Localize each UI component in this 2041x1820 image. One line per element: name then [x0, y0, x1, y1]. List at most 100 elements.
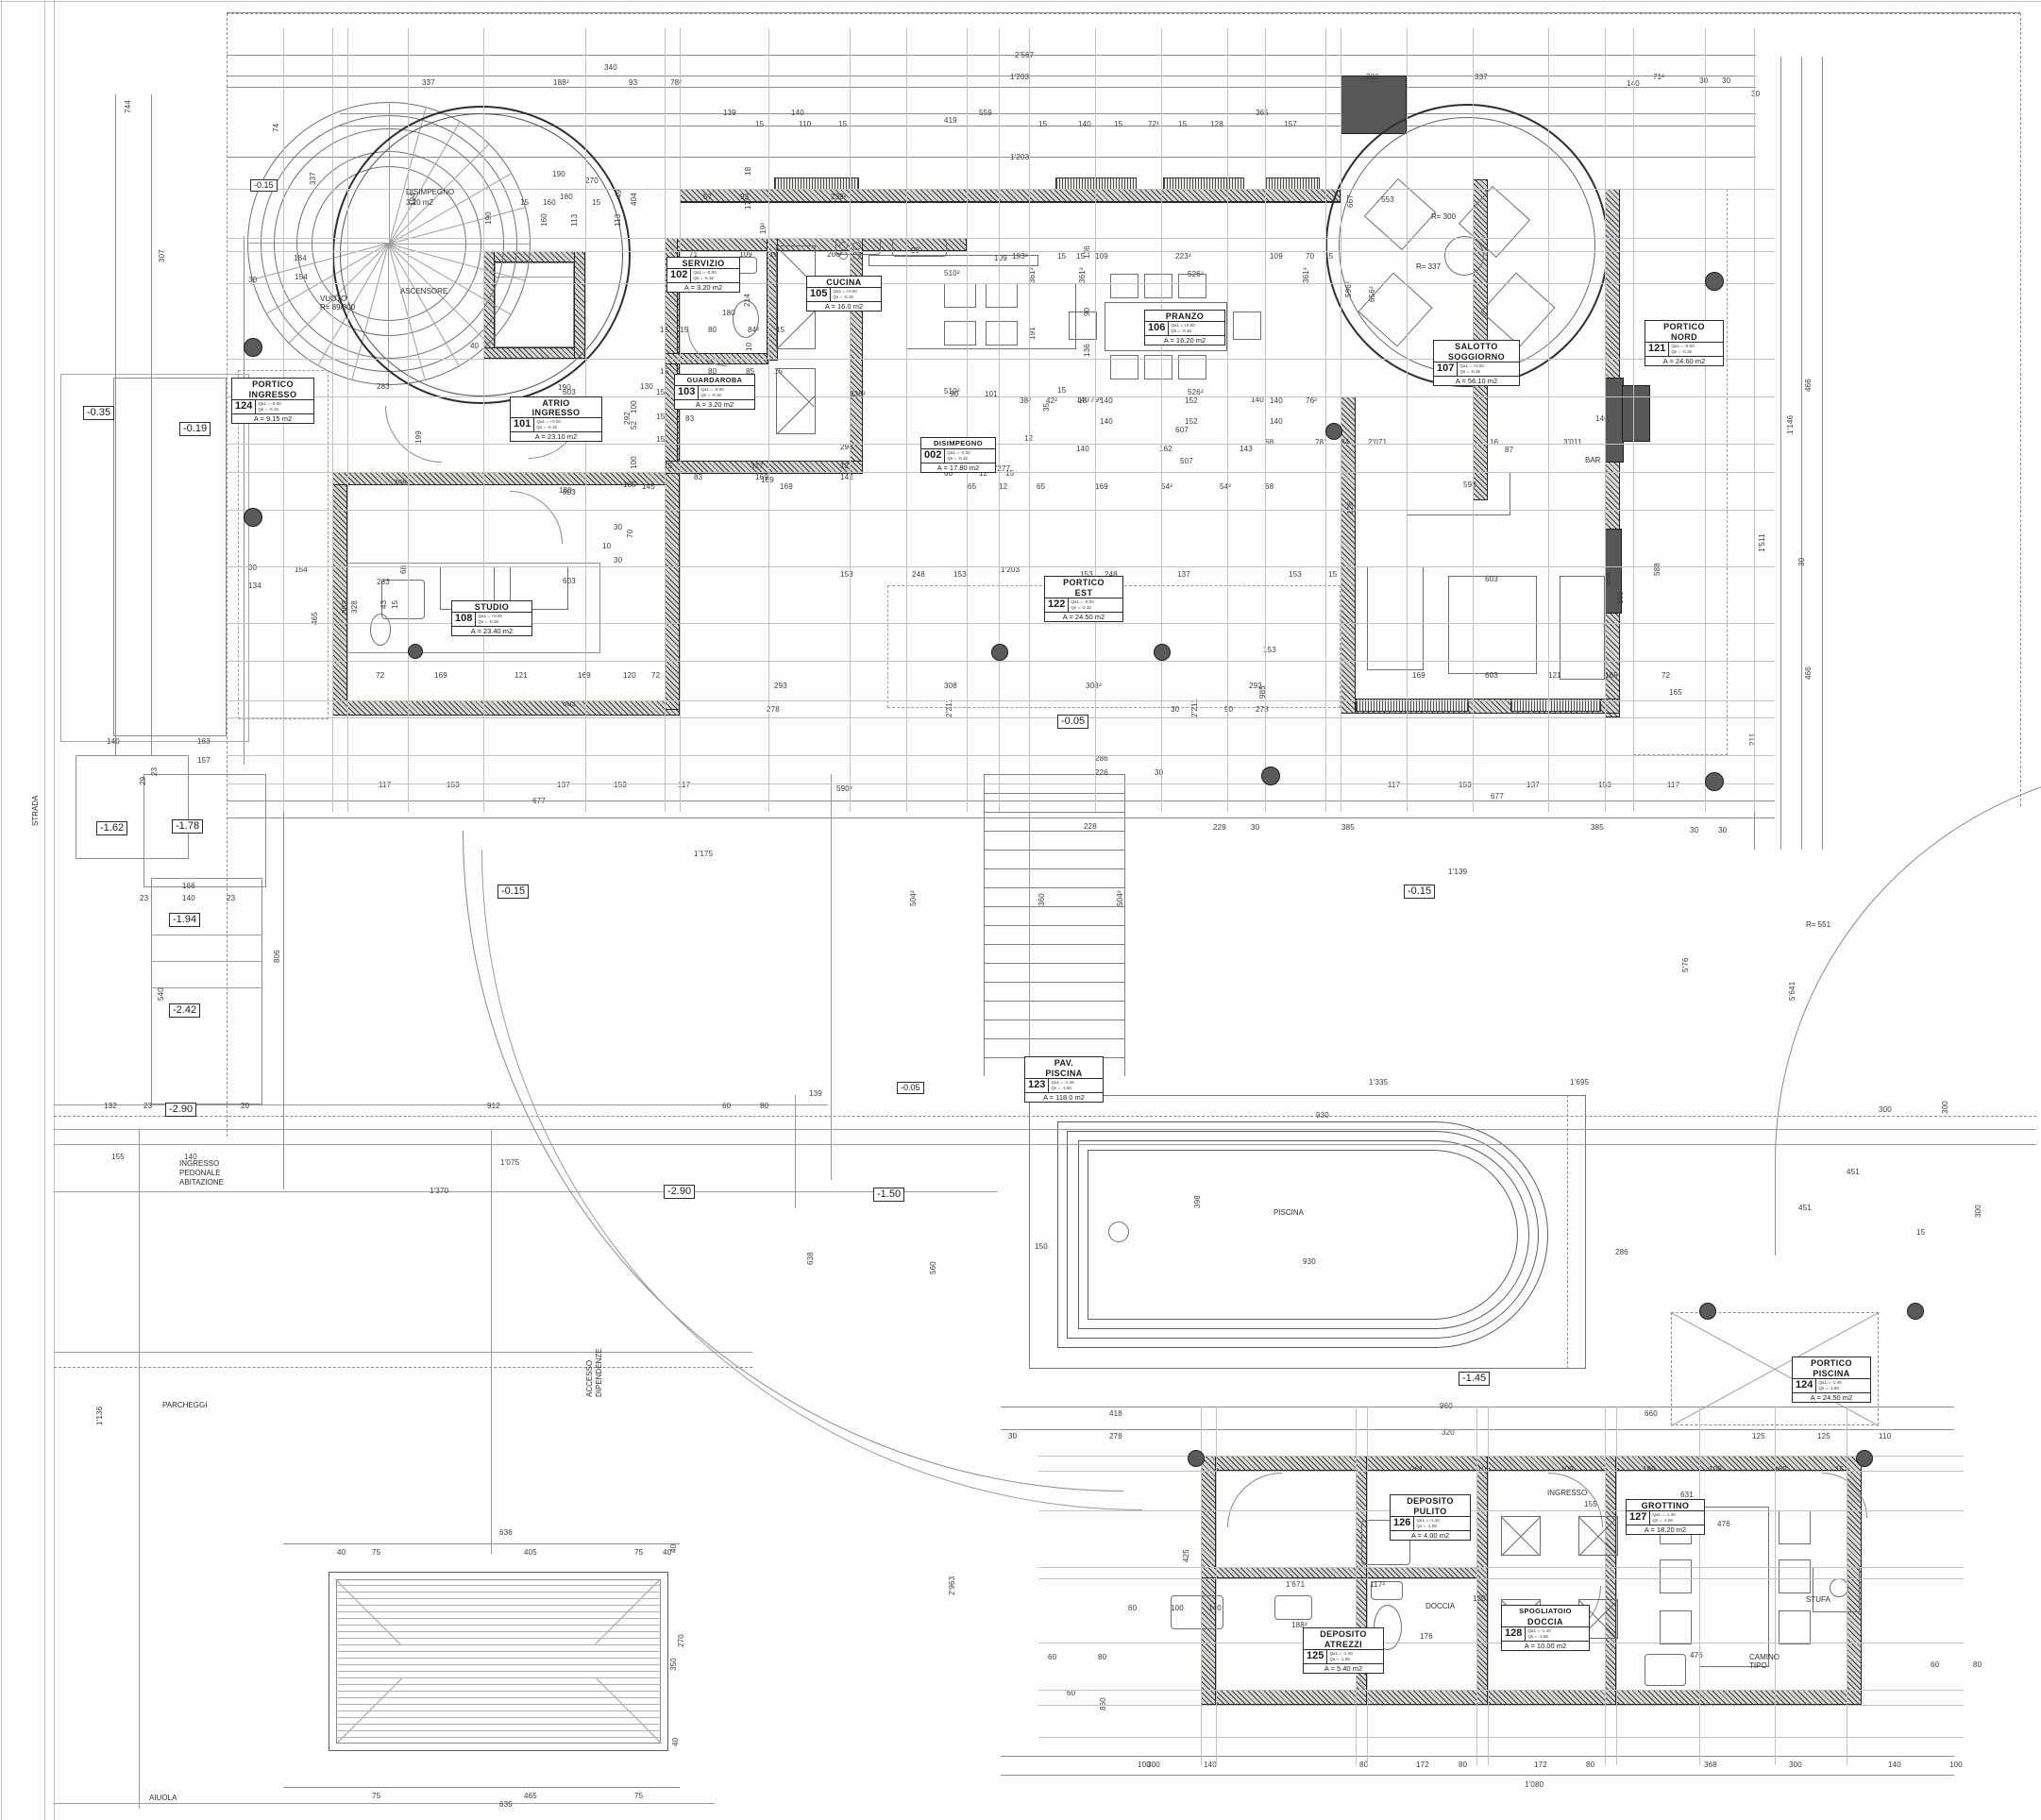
construction-line — [227, 755, 1775, 756]
dimension-text: 1'511 — [1758, 533, 1766, 552]
door-swing — [1227, 1473, 1282, 1527]
construction-line — [1161, 28, 1162, 812]
dimension-text: 293 — [774, 682, 787, 690]
dimension-text: 154 — [295, 565, 308, 574]
room-number: 106 — [1145, 322, 1170, 335]
dimension-text: 1'335 — [1369, 1078, 1389, 1087]
grottino-chair — [1779, 1559, 1811, 1593]
construction-line — [1605, 28, 1606, 812]
fireplace-hearth — [1622, 385, 1650, 442]
carport-roof-inner — [336, 1579, 661, 1744]
dimension-text: 120 — [623, 671, 636, 680]
column — [1261, 767, 1280, 785]
dimension-text: 130 — [640, 382, 653, 391]
wall-poolhouse-north — [1201, 1456, 1862, 1471]
room-area: A = 23.40 m2 — [452, 626, 531, 635]
dimension-text: 5'76 — [1681, 957, 1690, 972]
room-number: 102 — [667, 269, 692, 282]
roof-batten — [336, 1664, 661, 1665]
dimension-text: 100 — [630, 456, 638, 469]
elevation-marker: -2.90 — [664, 1185, 696, 1199]
dimension-text: 30 — [614, 556, 623, 565]
roof-batten — [336, 1658, 661, 1659]
dimension-text: 912 — [487, 1102, 500, 1110]
dimension-text: 40 — [470, 342, 480, 350]
elevation-marker: -0.35 — [83, 406, 115, 420]
dimension-text: 20 — [241, 1102, 250, 1110]
driveway-curve-2 — [481, 850, 1142, 1510]
dimension-text: 160 — [540, 213, 548, 227]
dimension-text: 172 — [1534, 1761, 1547, 1769]
construction-line — [1216, 1407, 1217, 1765]
dimension-chain — [283, 1787, 680, 1788]
construction-line — [408, 28, 409, 812]
dimension-text: 140 — [1204, 1761, 1217, 1769]
dimension-text: 117 — [678, 781, 691, 789]
dimension-text: 140 — [791, 109, 804, 117]
wall-interior — [332, 472, 680, 485]
annotation-label: DIPENDENZE — [595, 1348, 603, 1397]
dimension-text: 137 — [1527, 781, 1540, 789]
carport-roof — [329, 1572, 668, 1751]
dimension-text: 385 — [1591, 823, 1604, 832]
elevation-marker: -0.05 — [897, 1082, 924, 1094]
room-number: 105 — [807, 288, 832, 301]
pool-boundary — [1567, 1095, 1568, 1369]
construction-line — [227, 444, 1775, 445]
stair-ramp-west — [151, 878, 262, 1104]
dimension-text: 603 — [563, 388, 576, 396]
dimension-text: 40 — [669, 1543, 678, 1553]
dimension-text: 100 — [630, 400, 638, 413]
dimension-text: 109 — [1270, 252, 1283, 261]
dimension-text: 405 — [524, 1548, 537, 1557]
dimension-text: 23 — [150, 767, 159, 776]
dimension-text: 510² — [944, 387, 960, 396]
dimension-text: 75 — [372, 1792, 381, 1800]
site-line — [54, 1803, 715, 1804]
dimension-text: 52 — [630, 420, 638, 430]
annotation-label: DISIMPEGNO — [406, 188, 455, 196]
roof-batten — [336, 1710, 661, 1711]
dimension-text: 298 — [840, 443, 853, 451]
site-line — [139, 1129, 140, 1809]
dimension-text: 337 — [422, 78, 435, 87]
construction-line — [1325, 28, 1326, 812]
dimension-text: 153 — [840, 570, 853, 579]
column — [408, 644, 423, 659]
dimension-text: 153 — [1459, 781, 1472, 789]
room-area: A = 17.80 m2 — [921, 463, 995, 472]
construction-line — [850, 28, 851, 812]
dimension-text: 5'641 — [1788, 981, 1796, 1001]
dimension-text: 110 — [799, 120, 812, 128]
dimension-text: 466 — [1804, 666, 1813, 680]
wall-edge — [680, 202, 1341, 203]
room-name-line1: DISIMPEGNO — [934, 439, 983, 447]
dimension-text: 239² — [831, 193, 847, 201]
dimension-text: 60 — [722, 1102, 732, 1110]
dimension-text: 278 — [1109, 1432, 1122, 1441]
dimension-text: 43 — [380, 599, 388, 609]
elevation-marker: -0.15 — [1404, 885, 1436, 899]
dimension-text: 109 — [994, 254, 1007, 262]
dining-table — [1105, 302, 1227, 351]
dimension-text: 155 — [111, 1153, 125, 1161]
